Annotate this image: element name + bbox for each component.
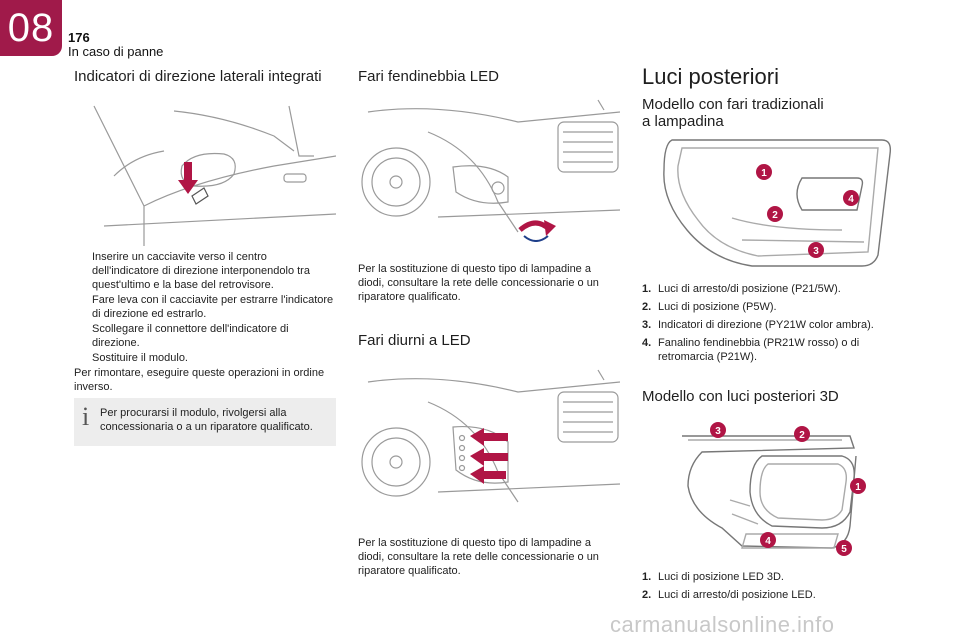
model1-title: Modello con fari tradizionali a lampadin… <box>642 96 824 130</box>
rear-lamp-bulb-illustration: 1 2 3 4 <box>642 130 904 276</box>
info-box: i Per procurarsi il modulo, rivolgersi a… <box>74 398 336 446</box>
list-item: Fare leva con il cacciavite per estrarre… <box>92 294 334 320</box>
callout-3: 3 <box>808 242 824 258</box>
drl-title: Fari diurni a LED <box>358 332 471 349</box>
fog-lights-text: Per la sostituzione di questo tipo di la… <box>358 263 599 303</box>
svg-text:4: 4 <box>765 536 771 547</box>
section-name: In caso di panne <box>68 44 164 59</box>
list-item: 3.Indicatori di direzione (PY21W color a… <box>642 319 874 331</box>
svg-text:3: 3 <box>813 246 819 257</box>
list-item: 1.Luci di posizione LED 3D. <box>642 571 784 583</box>
rear-lamp-3d-illustration: 1 2 3 4 5 <box>642 416 904 562</box>
rear-lights-title: Luci posteriori <box>642 64 779 89</box>
list-item: 4.Fanalino fendinebbia (PR21W rosso) o d… <box>642 337 860 363</box>
drl-illustration <box>358 362 620 512</box>
callout-1: 1 <box>850 478 866 494</box>
list-item: 2.Luci di arresto/di posizione LED. <box>642 589 816 601</box>
arrows-icon <box>470 428 508 484</box>
callout-2: 2 <box>794 426 810 442</box>
side-indicator-steps: Inserire un cacciavite verso il centro d… <box>74 250 336 394</box>
watermark: carmanualsonline.info <box>610 612 835 637</box>
svg-text:2: 2 <box>772 210 778 221</box>
list-item: 1.Luci di arresto/di posizione (P21/5W). <box>642 283 841 295</box>
callout-1: 1 <box>756 164 772 180</box>
side-indicator-illustration <box>74 96 336 246</box>
side-indicator-title: Indicatori di direzione laterali integra… <box>74 68 322 85</box>
rotate-arrow-icon <box>518 220 556 242</box>
svg-text:1: 1 <box>761 168 767 179</box>
svg-text:5: 5 <box>841 544 847 555</box>
svg-text:3: 3 <box>715 426 721 437</box>
closing-text: Per rimontare, eseguire queste operazion… <box>74 367 325 393</box>
list-item: Inserire un cacciavite verso il centro d… <box>92 251 310 291</box>
down-arrow-icon <box>178 162 198 194</box>
model2-title: Modello con luci posteriori 3D <box>642 388 839 405</box>
callout-4: 4 <box>843 190 859 206</box>
model2-legend: 1.Luci di posizione LED 3D. 2.Luci di ar… <box>642 570 904 606</box>
fog-lights-illustration <box>358 92 620 242</box>
chapter-tab: 08 <box>0 0 62 56</box>
info-icon: i <box>82 402 90 431</box>
page-number: 176 <box>68 30 90 45</box>
callout-3: 3 <box>710 422 726 438</box>
list-item: 2.Luci di posizione (P5W). <box>642 301 777 313</box>
list-item: Sostituire il modulo. <box>92 352 188 364</box>
fog-lights-title: Fari fendinebbia LED <box>358 68 499 85</box>
callout-5: 5 <box>836 540 852 556</box>
list-item: Scollegare il connettore dell'indicatore… <box>92 323 289 349</box>
drl-text: Per la sostituzione di questo tipo di la… <box>358 537 599 577</box>
svg-text:1: 1 <box>855 482 861 493</box>
info-text: Per procurarsi il modulo, rivolgersi all… <box>100 407 313 433</box>
model1-legend: 1.Luci di arresto/di posizione (P21/5W).… <box>642 282 904 368</box>
svg-text:4: 4 <box>848 194 854 205</box>
svg-text:2: 2 <box>799 430 805 441</box>
callout-2: 2 <box>767 206 783 222</box>
callout-4: 4 <box>760 532 776 548</box>
